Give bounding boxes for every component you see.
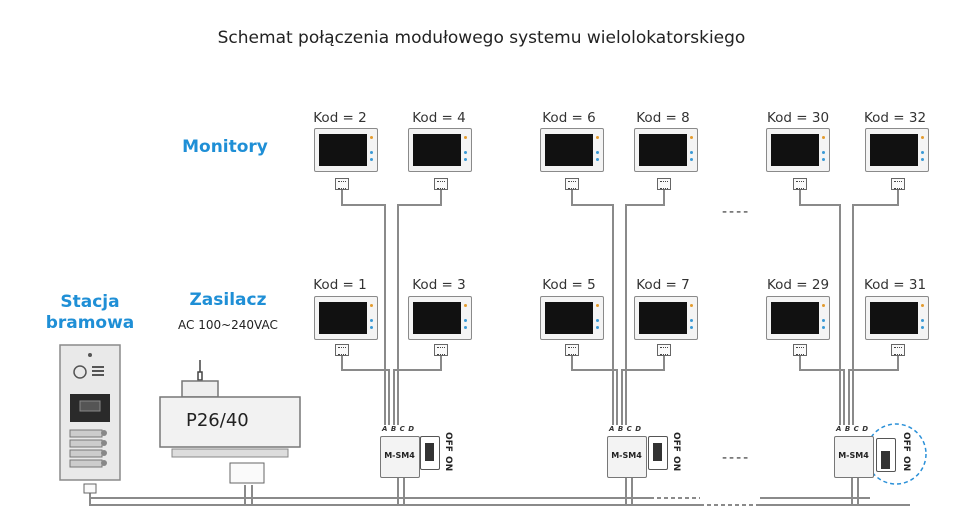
diagram-title: Schemat połączenia modułowego systemu wi… [217, 28, 746, 48]
power-supply-unit [159, 360, 301, 484]
door-station-label-line2: bramowa [45, 313, 135, 333]
power-supply-label: Zasilacz [189, 290, 267, 310]
wire-kod4 [397, 190, 442, 425]
wire-kod30 [799, 190, 841, 425]
code-label-top-5: Kod = 30 [766, 110, 830, 126]
code-label-top-4: Kod = 8 [636, 110, 690, 126]
highlight-circle [865, 423, 927, 485]
monitor [540, 296, 604, 340]
terminal-block [891, 178, 905, 190]
module-m-sm4-2: A B C D M-SM4 [607, 425, 647, 478]
terminal-block [793, 178, 807, 190]
monitor [766, 128, 830, 172]
ellipsis-top: ---- [722, 204, 751, 220]
power-supply-spec: AC 100~240VAC [178, 318, 278, 332]
terminal-block [565, 178, 579, 190]
wire-kod2 [341, 190, 386, 425]
door-station-panel [59, 344, 121, 494]
terminal-block [335, 178, 349, 190]
terminal-block [335, 344, 349, 356]
dip-switch-2[interactable] [648, 436, 668, 470]
switch-on-label: ON [671, 456, 681, 472]
wire-kod32 [852, 190, 899, 425]
terminal-block [434, 344, 448, 356]
bus-line [89, 490, 910, 506]
wire-kod1 [341, 356, 390, 425]
module-model-label: M-SM4 [384, 451, 415, 460]
module-model-label: M-SM4 [611, 451, 642, 460]
terminal-block [657, 344, 671, 356]
monitor [865, 128, 929, 172]
terminal-block [793, 344, 807, 356]
module-m-sm4-3: A B C D M-SM4 [834, 425, 874, 478]
switch-on-label: ON [443, 456, 453, 472]
wire-kod6 [571, 190, 614, 425]
monitor [408, 296, 472, 340]
psu-model-label: P26/40 [186, 410, 249, 431]
door-station-label-line1: Stacja [60, 292, 120, 312]
code-label-top-1: Kod = 2 [313, 110, 367, 126]
monitors-label: Monitory [182, 137, 268, 157]
wire-kod29 [799, 356, 845, 425]
code-label-top-3: Kod = 6 [542, 110, 596, 126]
terminal-block [565, 344, 579, 356]
monitor [314, 296, 378, 340]
monitor [766, 296, 830, 340]
switch-off-label: OFF [671, 432, 681, 452]
monitor [634, 128, 698, 172]
code-label-bottom-4: Kod = 7 [636, 277, 690, 293]
code-label-bottom-2: Kod = 3 [412, 277, 466, 293]
switch-on-label: ON [901, 456, 911, 472]
terminal-block [434, 178, 448, 190]
code-label-top-6: Kod = 32 [863, 110, 927, 126]
monitor [408, 128, 472, 172]
wire-kod3 [393, 356, 442, 425]
wire-kod7 [621, 356, 665, 425]
wire-kod8 [625, 190, 665, 425]
module-m-sm4-1: A B C D M-SM4 [380, 425, 420, 478]
code-label-bottom-1: Kod = 1 [313, 277, 367, 293]
monitor [540, 128, 604, 172]
dip-switch-1[interactable] [420, 436, 440, 470]
code-label-bottom-5: Kod = 29 [766, 277, 830, 293]
code-label-bottom-6: Kod = 31 [863, 277, 927, 293]
switch-off-label: OFF [443, 432, 453, 452]
monitor [865, 296, 929, 340]
module-model-label: M-SM4 [838, 451, 869, 460]
module-pins-label: A B C D [382, 425, 415, 433]
terminal-block [657, 178, 671, 190]
switch-off-label: OFF [901, 432, 911, 452]
code-label-bottom-3: Kod = 5 [542, 277, 596, 293]
wire-kod5 [571, 356, 618, 425]
dip-switch-3[interactable] [876, 438, 896, 472]
code-label-top-2: Kod = 4 [412, 110, 466, 126]
ellipsis-bottom: ---- [722, 450, 751, 466]
monitor [634, 296, 698, 340]
module-pins-label: A B C D [609, 425, 642, 433]
terminal-block [891, 344, 905, 356]
module-pins-label: A B C D [836, 425, 869, 433]
monitor [314, 128, 378, 172]
wire-kod31 [848, 356, 899, 425]
